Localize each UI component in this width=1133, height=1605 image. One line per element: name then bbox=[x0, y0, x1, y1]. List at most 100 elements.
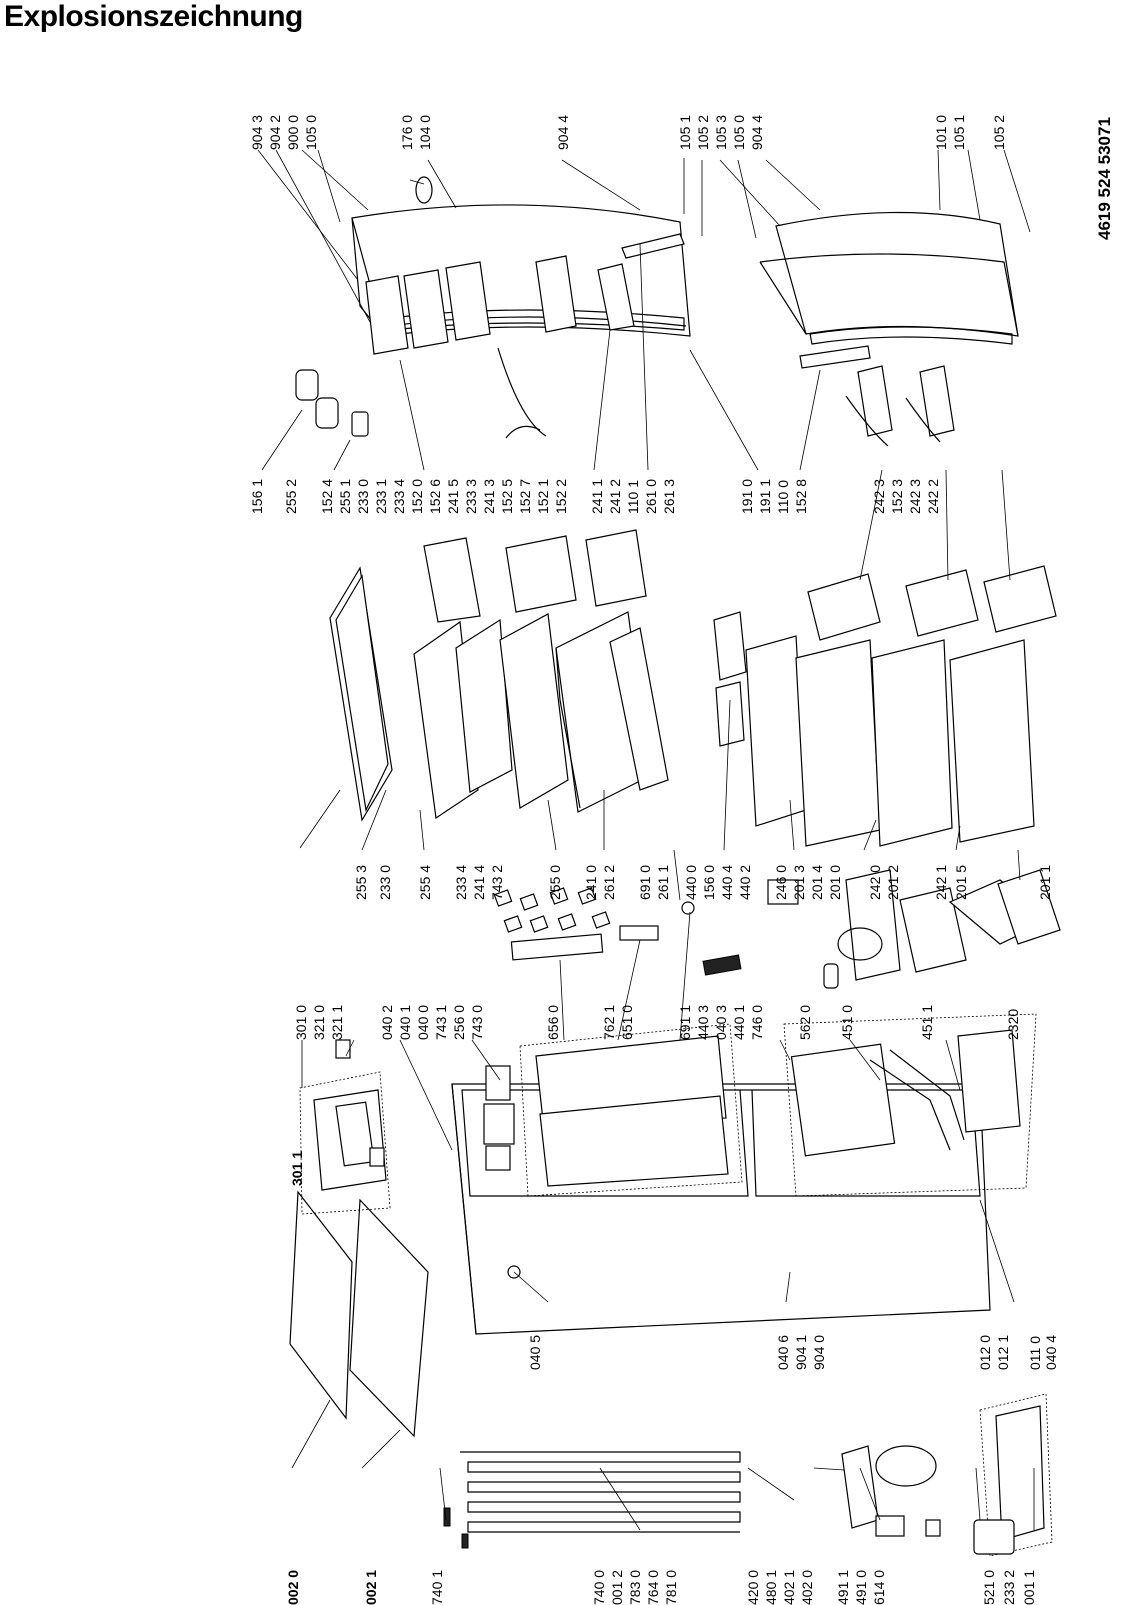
part-number-label: 201 5 bbox=[953, 865, 969, 900]
part-number-label: 904 4 bbox=[749, 115, 765, 150]
evaporator-group bbox=[783, 1013, 1037, 1197]
part-number-label: 152 4 bbox=[319, 479, 335, 514]
part-number-label: 764 0 bbox=[645, 1570, 661, 1605]
part-number-label: 255 1 bbox=[337, 479, 353, 514]
part-number-label: 242 2 bbox=[925, 479, 941, 514]
part-number-label: 740 1 bbox=[429, 1570, 445, 1605]
part-number-label: 480 1 bbox=[763, 1570, 779, 1605]
part-number-label: 2320 bbox=[1005, 1009, 1021, 1040]
part-number-label: 191 0 bbox=[739, 479, 755, 514]
part-number-label: 242 3 bbox=[871, 479, 887, 514]
part-number-label: 440 3 bbox=[695, 1005, 711, 1040]
part-number-label: 904 1 bbox=[793, 1335, 809, 1370]
part-number-label: 176 0 bbox=[399, 115, 415, 150]
part-number-label: 156 1 bbox=[249, 479, 265, 514]
part-number-label: 040 4 bbox=[1043, 1335, 1059, 1370]
part-number-label: 904 2 bbox=[267, 115, 283, 150]
part-number-label: 691 0 bbox=[637, 865, 653, 900]
glass-shelves bbox=[329, 529, 647, 822]
part-number-label: 001 1 bbox=[1021, 1570, 1037, 1605]
part-number-label: 201 1 bbox=[1037, 865, 1053, 900]
part-number-label: 256 0 bbox=[451, 1005, 467, 1040]
part-number-label: 002 0 bbox=[285, 1570, 301, 1605]
part-number-label: 740 0 bbox=[591, 1570, 607, 1605]
document-code: 4619 524 53071 bbox=[1095, 117, 1114, 240]
part-number-label: 255 2 bbox=[283, 479, 299, 514]
crisper-drawers bbox=[555, 565, 1057, 847]
part-number-label: 261 2 bbox=[601, 865, 617, 900]
part-number-label: 301 1 bbox=[289, 1151, 305, 1186]
part-number-label: 241 5 bbox=[445, 479, 461, 514]
part-number-label: 261 3 bbox=[661, 479, 677, 514]
part-number-label: 152 3 bbox=[889, 479, 905, 514]
part-number-label: 904 0 bbox=[811, 1335, 827, 1370]
part-number-label: 110 1 bbox=[625, 480, 641, 514]
page-title: Explosionszeichnung bbox=[4, 0, 303, 33]
part-number-label: 152 6 bbox=[427, 479, 443, 514]
part-number-label: 233 0 bbox=[377, 865, 393, 900]
part-number-label: 321 1 bbox=[329, 1005, 345, 1040]
part-number-label: 040 2 bbox=[379, 1005, 395, 1040]
part-number-label: 255 0 bbox=[547, 865, 563, 900]
part-number-label: 201 3 bbox=[791, 865, 807, 900]
part-number-label: 242 0 bbox=[867, 865, 883, 900]
part-number-label: 105 0 bbox=[731, 115, 747, 150]
part-number-label: 451 1 bbox=[919, 1005, 935, 1040]
rear-panels bbox=[767, 869, 1061, 989]
part-number-label: 040 6 bbox=[775, 1335, 791, 1370]
part-number-label: 201 2 bbox=[885, 865, 901, 900]
part-number-label: 040 0 bbox=[415, 1005, 431, 1040]
part-number-label: 440 4 bbox=[719, 865, 735, 900]
part-number-label: 440 0 bbox=[683, 865, 699, 900]
part-number-label: 904 3 bbox=[249, 115, 265, 150]
part-number-label: 241 1 bbox=[589, 479, 605, 514]
part-number-label: 255 4 bbox=[417, 865, 433, 900]
part-number-label: 614 0 bbox=[871, 1570, 887, 1605]
part-number-label: 233 2 bbox=[1001, 1570, 1017, 1605]
part-number-label: 241 2 bbox=[607, 479, 623, 514]
part-number-label: 105 1 bbox=[677, 115, 693, 150]
grille-panels bbox=[713, 611, 747, 747]
part-number-label: 241 4 bbox=[471, 865, 487, 900]
part-number-label: 562 0 bbox=[797, 1005, 813, 1040]
part-number-label: 201 4 bbox=[809, 865, 825, 900]
egg-trays bbox=[295, 369, 369, 437]
part-number-label: 233 3 bbox=[463, 479, 479, 514]
part-number-label: 040 5 bbox=[527, 1335, 543, 1370]
part-number-label: 402 0 bbox=[799, 1570, 815, 1605]
part-number-label: 152 2 bbox=[553, 479, 569, 514]
part-number-label: 656 0 bbox=[545, 1005, 561, 1040]
part-number-label: 152 0 bbox=[409, 479, 425, 514]
part-number-label: 233 1 bbox=[373, 479, 389, 514]
part-number-label: 261 1 bbox=[655, 865, 671, 900]
part-number-label: 451 0 bbox=[839, 1005, 855, 1040]
part-number-label: 746 0 bbox=[749, 1005, 765, 1040]
part-number-label: 440 1 bbox=[731, 1005, 747, 1040]
part-number-label: 743 0 bbox=[469, 1005, 485, 1040]
part-number-label: 762 1 bbox=[601, 1005, 617, 1040]
freezer-door-upper bbox=[759, 211, 1019, 345]
leader-lines bbox=[257, 149, 1035, 1531]
part-number-label: 012 0 bbox=[977, 1335, 993, 1370]
part-number-label: 321 0 bbox=[311, 1005, 327, 1040]
part-number-label: 651 0 bbox=[619, 1005, 635, 1040]
part-number-label: 241 3 bbox=[481, 479, 497, 514]
part-number-label: 002 1 bbox=[363, 1570, 379, 1605]
part-number-label: 440 2 bbox=[737, 865, 753, 900]
part-number-label: 001 2 bbox=[609, 1570, 625, 1605]
part-number-label: 743 2 bbox=[489, 865, 505, 900]
part-number-label: 191 1 bbox=[757, 479, 773, 514]
part-number-label: 152 1 bbox=[535, 479, 551, 514]
part-number-label: 491 0 bbox=[853, 1570, 869, 1605]
part-number-label: 105 1 bbox=[951, 115, 967, 150]
part-number-label: 105 2 bbox=[695, 115, 711, 150]
door-seal-ring bbox=[415, 176, 433, 204]
part-number-label: 255 3 bbox=[353, 865, 369, 900]
control-panel-group bbox=[299, 1039, 391, 1215]
